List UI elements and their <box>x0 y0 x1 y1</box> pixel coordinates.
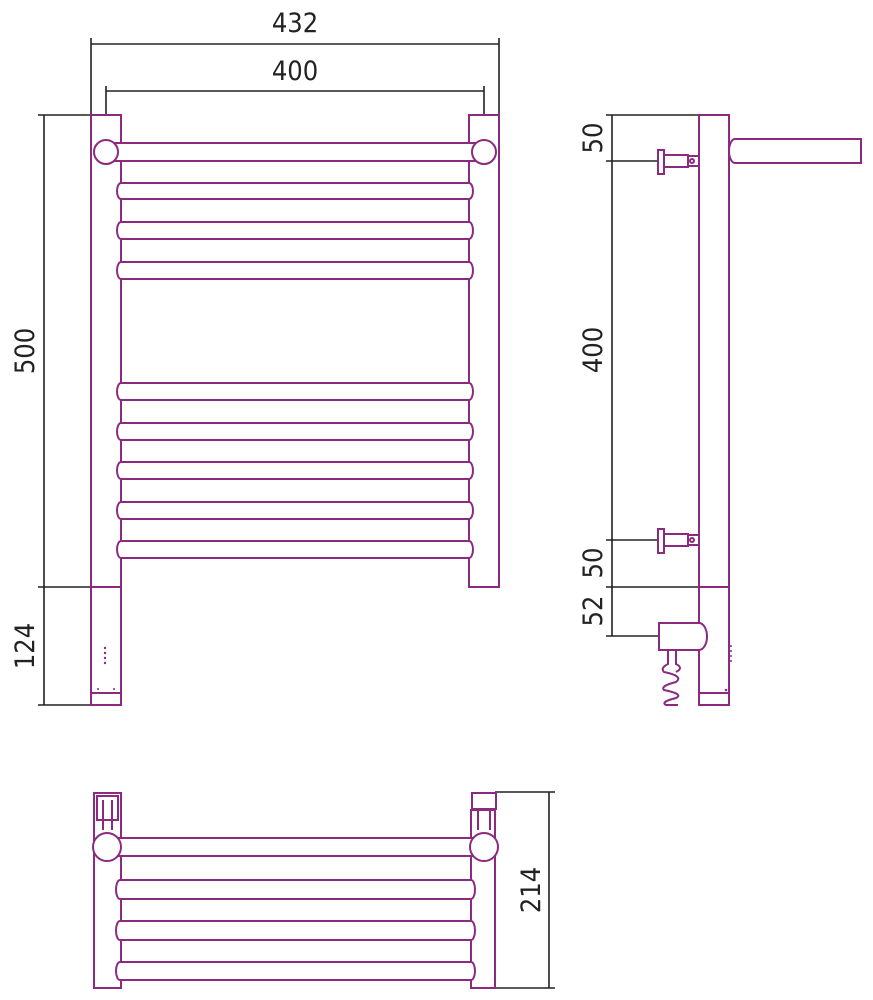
top-bar <box>105 142 485 162</box>
rails <box>90 114 500 706</box>
wall-bracket-bottom <box>657 528 700 554</box>
rail-bar <box>115 920 476 941</box>
left-post-lower <box>90 586 122 706</box>
rail-bar <box>115 961 476 981</box>
top-bar-side <box>728 138 862 164</box>
dim-height: 500 <box>10 328 41 374</box>
wall-bracket-top <box>657 149 700 175</box>
dim-heater-offset: 52 <box>578 596 609 627</box>
rail-bar <box>116 461 474 480</box>
rail-bar <box>116 382 474 401</box>
rail-bar <box>116 221 474 240</box>
rail-bar <box>116 182 474 200</box>
left-post <box>90 114 122 588</box>
top-view: 214 <box>92 791 555 989</box>
right-post <box>468 114 500 588</box>
dim-depth: 214 <box>516 867 547 913</box>
heater-body <box>658 622 708 651</box>
side-view: 50 400 50 52 <box>578 114 862 706</box>
dim-bottom-offset: 50 <box>578 548 609 579</box>
rail-bar <box>116 501 474 520</box>
dim-side-center-distance: 400 <box>578 327 609 373</box>
rail-bar <box>116 422 474 441</box>
dim-center-distance: 400 <box>272 56 318 87</box>
dim-bottom-height: 124 <box>10 623 41 669</box>
dimension-lines <box>38 38 500 706</box>
rail-bar <box>116 261 474 280</box>
front-view: 432 400 500 124 <box>10 8 500 706</box>
rail-bar <box>116 540 474 559</box>
rail-bar <box>115 879 476 900</box>
dim-top-offset: 50 <box>578 123 609 154</box>
dim-overall-width: 432 <box>272 8 318 39</box>
heater-cable <box>661 650 681 706</box>
